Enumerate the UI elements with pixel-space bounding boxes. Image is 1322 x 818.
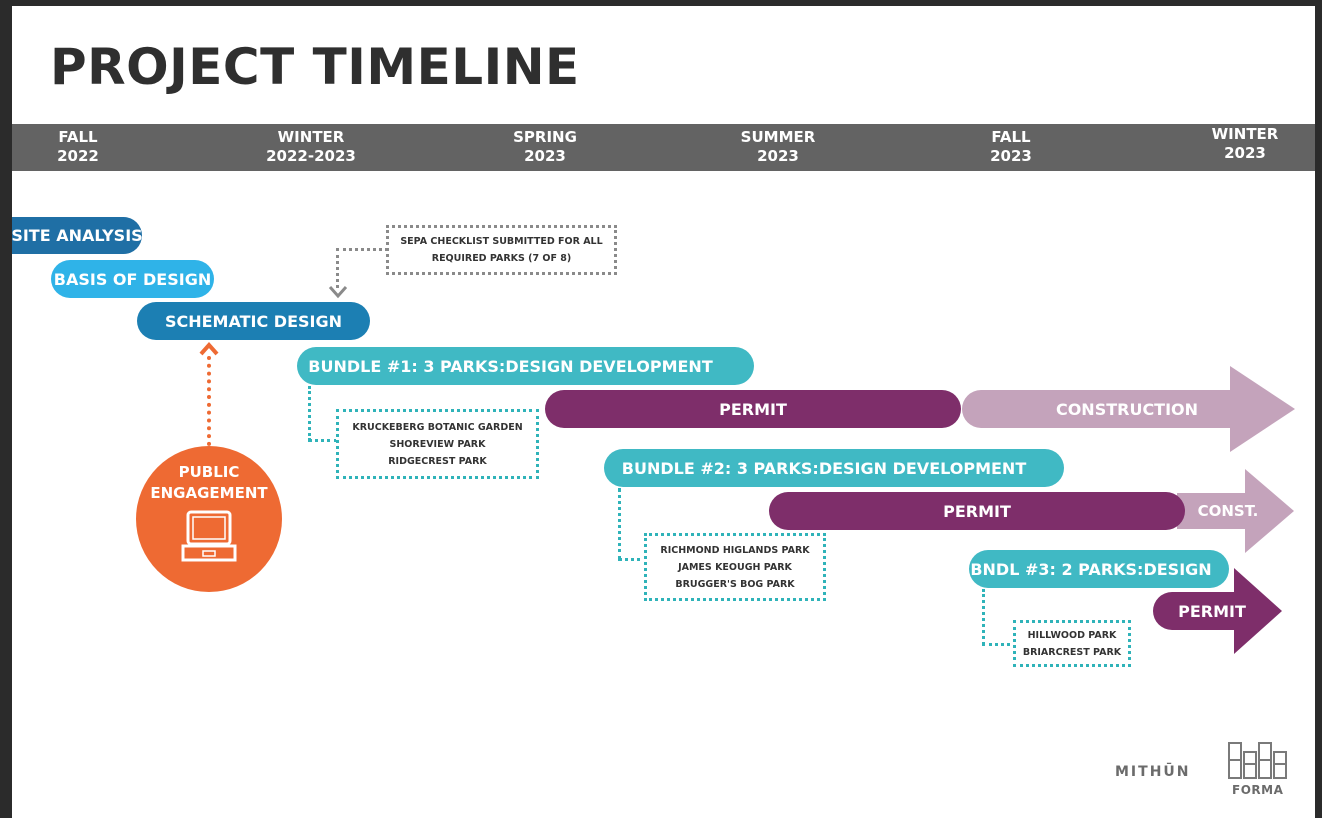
public-engagement-line2: ENGAGEMENT <box>150 484 268 502</box>
site-analysis-label: SITE ANALYSIS <box>12 226 143 245</box>
bundle2-construction-arrow <box>1177 469 1294 553</box>
bundle3-parks-list: HILLWOOD PARK BRIARCREST PARK <box>1013 620 1131 667</box>
bundle3-permit-label-box: PERMIT <box>1172 592 1252 630</box>
sepa-note-line2: REQUIRED PARKS (7 OF 8) <box>431 253 572 264</box>
bundle3-permit-label: PERMIT <box>1178 601 1246 621</box>
bundle2-design-label: BUNDLE #2: 3 PARKS:DESIGN DEVELOPMENT <box>621 458 1027 478</box>
season-year: 2023 <box>757 147 799 165</box>
season-name: FALL <box>991 128 1031 146</box>
park-name: SHOREVIEW PARK <box>389 438 486 450</box>
bundle1-permit-label: PERMIT <box>719 399 787 419</box>
season-year: 2023 <box>1224 144 1266 162</box>
bundle3-connector <box>982 643 1016 646</box>
season-header: FALL 2022 WINTER 2022-2023 SPRING 2023 S… <box>12 124 1315 171</box>
bundle3-design-label: BNDL #3: 2 PARKS:DESIGN <box>970 559 1212 579</box>
slide: PROJECT TIMELINE FALL 2022 WINTER 2022-2… <box>12 6 1315 818</box>
engagement-connector <box>207 356 211 446</box>
season-year: 2022-2023 <box>266 147 356 165</box>
park-name: RICHMOND HIGLANDS PARK <box>660 544 810 556</box>
forma-mark-icon <box>1228 742 1287 779</box>
forma-wordmark: FORMA <box>1232 783 1284 797</box>
season-name: WINTER <box>1211 125 1279 143</box>
down-arrow-icon <box>328 286 348 299</box>
bundle1-construction-arrow <box>962 366 1295 452</box>
bundle3-design-bar: BNDL #3: 2 PARKS:DESIGN <box>969 550 1229 588</box>
schematic-design-bar: SCHEMATIC DESIGN <box>137 302 370 340</box>
basis-of-design-bar: BASIS OF DESIGN <box>51 260 214 298</box>
bundle3-connector <box>982 589 985 645</box>
sepa-connector <box>336 248 388 251</box>
season-year: 2022 <box>57 147 99 165</box>
bundle2-permit-label: PERMIT <box>943 501 1011 521</box>
bundle1-connector <box>308 386 311 441</box>
sepa-connector <box>336 248 339 288</box>
bundle2-permit-bar: PERMIT <box>769 492 1185 530</box>
public-engagement-label: PUBLIC ENGAGEMENT <box>136 462 282 504</box>
bundle1-design-label: BUNDLE #1: 3 PARKS:DESIGN DEVELOPMENT <box>308 356 713 376</box>
season-year: 2023 <box>524 147 566 165</box>
bundle2-construction-label-box: CONST. <box>1188 492 1268 530</box>
season-label: SPRING 2023 <box>485 128 605 166</box>
season-label: FALL 2023 <box>951 128 1071 166</box>
schematic-design-label: SCHEMATIC DESIGN <box>164 311 343 331</box>
season-label: SUMMER 2023 <box>718 128 838 166</box>
bundle3-permit-arrow <box>1153 568 1282 654</box>
season-name: SPRING <box>513 128 577 146</box>
bundle2-design-bar: BUNDLE #2: 3 PARKS:DESIGN DEVELOPMENT <box>604 449 1064 487</box>
bundle2-connector <box>618 488 621 560</box>
bundle1-connector <box>308 439 338 442</box>
season-label: WINTER 2022-2023 <box>251 128 371 166</box>
basis-of-design-label: BASIS OF DESIGN <box>53 269 212 289</box>
season-label: WINTER 2023 <box>1185 125 1305 163</box>
bundle1-permit-bar: PERMIT <box>545 390 961 428</box>
bundle1-construction-label: CONSTRUCTION <box>1055 399 1199 419</box>
page-title: PROJECT TIMELINE <box>50 38 580 96</box>
public-engagement-circle: PUBLIC ENGAGEMENT <box>136 446 282 592</box>
bundle1-design-bar: BUNDLE #1: 3 PARKS:DESIGN DEVELOPMENT <box>297 347 754 385</box>
forma-logo: FORMA <box>1226 742 1290 800</box>
park-name: JAMES KEOUGH PARK <box>678 561 792 573</box>
park-name: KRUCKEBERG BOTANIC GARDEN <box>352 421 523 433</box>
up-arrow-icon <box>199 341 219 356</box>
mithun-logo: MITHŪN <box>1115 764 1191 780</box>
bundle1-parks-list: KRUCKEBERG BOTANIC GARDEN SHOREVIEW PARK… <box>336 409 539 479</box>
bundle2-construction-label: CONST. <box>1197 502 1259 520</box>
season-name: SUMMER <box>740 128 816 146</box>
season-name: FALL <box>58 128 98 146</box>
sepa-checklist-note: SEPA CHECKLIST SUBMITTED FOR ALL REQUIRE… <box>386 225 617 275</box>
bundle1-construction-label-box: CONSTRUCTION <box>1012 390 1242 428</box>
sepa-note-line1: SEPA CHECKLIST SUBMITTED FOR ALL <box>400 236 603 247</box>
season-year: 2023 <box>990 147 1032 165</box>
park-name: BRIARCREST PARK <box>1022 646 1122 658</box>
season-name: WINTER <box>277 128 345 146</box>
bundle2-connector <box>618 558 648 561</box>
public-engagement-line1: PUBLIC <box>178 463 240 481</box>
season-label: FALL 2022 <box>18 128 138 166</box>
park-name: HILLWOOD PARK <box>1027 629 1117 641</box>
site-analysis-bar: SITE ANALYSIS <box>12 217 143 254</box>
park-name: RIDGECREST PARK <box>388 455 487 467</box>
laptop-icon <box>181 510 237 562</box>
bundle2-parks-list: RICHMOND HIGLANDS PARK JAMES KEOUGH PARK… <box>644 533 826 601</box>
park-name: BRUGGER'S BOG PARK <box>675 578 795 590</box>
